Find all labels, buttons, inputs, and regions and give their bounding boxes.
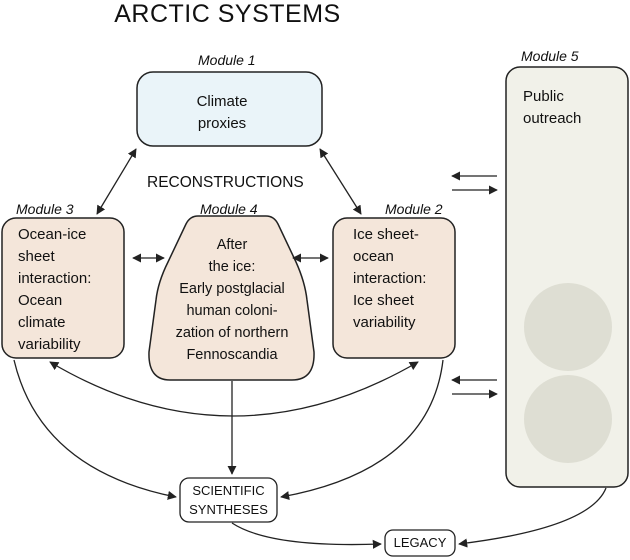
module2-text-line: Ice sheet	[353, 292, 414, 309]
syntheses-text-line: SCIENTIFIC	[192, 483, 265, 498]
module2-text-line: Ice sheet-	[353, 226, 419, 243]
arrow-outreach-legacy	[458, 487, 607, 548]
module4-text: After the ice: Early postglacial human c…	[150, 234, 314, 366]
arrow-m3-syntheses	[13, 359, 177, 500]
syntheses-text: SCIENTIFIC SYNTHESES	[180, 481, 277, 519]
module3-text-line: Ocean-ice	[18, 226, 87, 243]
syntheses-text-line: SYNTHESES	[189, 502, 268, 517]
module3-text-line: sheet	[18, 248, 55, 265]
module5-text: Public outreach	[523, 86, 581, 130]
arrow-m3-m2-curve	[49, 361, 419, 417]
reconstructions-label: RECONSTRUCTIONS	[147, 174, 304, 191]
legacy-text: LEGACY	[393, 535, 447, 550]
module3-text-line: interaction:	[18, 270, 92, 287]
syntheses-box	[179, 477, 278, 523]
module1-text: Climate proxies	[137, 91, 307, 135]
module3-text-line: variability	[18, 336, 81, 353]
module5-text-line: Public	[523, 88, 564, 105]
module2-text-line: interaction:	[353, 270, 427, 287]
arrow-syntheses-legacy	[231, 522, 382, 549]
module2-text-line: ocean	[353, 248, 394, 265]
module4-box	[148, 215, 315, 381]
module3-text: Ocean-ice sheet interaction: Ocean clima…	[18, 224, 91, 356]
module1-text-line: proxies	[197, 115, 247, 132]
module2-text: Ice sheet- ocean interaction: Ice sheet …	[353, 224, 426, 334]
module4-text-line: the ice:	[208, 259, 256, 275]
arrow-m1-m2	[319, 148, 362, 215]
module1-text-line: Climate	[196, 93, 248, 110]
arrow-m2-syntheses	[280, 359, 444, 501]
module4-text-line: Fennoscandia	[186, 347, 278, 363]
module3-label: Module 3	[16, 201, 74, 217]
outreach-circle-lower	[524, 375, 612, 463]
module4-text-line: Early postglacial	[179, 281, 285, 297]
module5-box	[505, 66, 629, 488]
legacy-box	[384, 529, 456, 557]
diagram-title: ARCTIC SYSTEMS	[114, 0, 341, 28]
module4-text-line: zation of northern	[175, 325, 289, 341]
module5-label: Module 5	[521, 48, 579, 64]
module3-box	[1, 217, 125, 359]
outreach-circle-upper	[524, 283, 612, 371]
module4-label: Module 4	[200, 201, 258, 217]
module1-label: Module 1	[198, 52, 256, 68]
module3-text-line: climate	[18, 314, 66, 331]
module2-label: Module 2	[385, 201, 443, 217]
module3-text-line: Ocean	[18, 292, 63, 309]
module2-box	[332, 217, 456, 359]
module5-text-line: outreach	[523, 110, 582, 127]
module2-text-line: variability	[353, 314, 416, 331]
module1-box	[136, 71, 323, 147]
module4-text-line: After	[216, 237, 248, 253]
arrow-m1-m3	[96, 148, 137, 215]
module4-text-line: human coloni-	[186, 303, 278, 319]
